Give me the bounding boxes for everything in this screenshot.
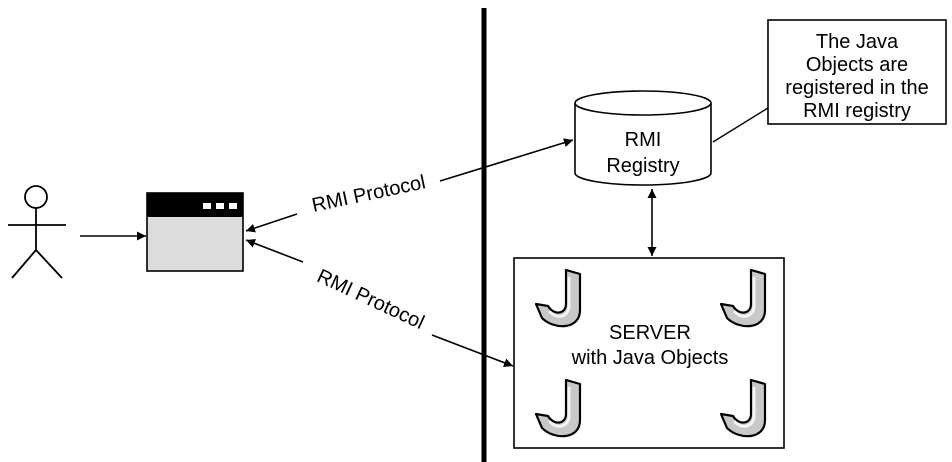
registry-label-line1: RMI [625, 129, 662, 151]
server-box [513, 257, 785, 449]
application-window-icon [146, 192, 244, 272]
server-label-line2: with Java Objects [571, 347, 729, 369]
stick-figure-icon [8, 185, 66, 279]
connection-client-registry: RMI Protocol [245, 138, 574, 233]
note-line-1: The Java [816, 31, 899, 53]
note-line-2: Objects are [806, 54, 908, 76]
server-label-line1: SERVER [609, 322, 691, 344]
note-box [767, 19, 947, 125]
registry-label-line2: Registry [606, 155, 679, 177]
connection-label: RMI Protocol [314, 265, 428, 334]
note-line-4: RMI registry [803, 100, 911, 122]
connection-client-server: RMI Protocol [245, 239, 514, 367]
note-connector-line [712, 107, 769, 143]
note-line-3: registered in the [785, 77, 928, 99]
connection-label: RMI Protocol [310, 171, 428, 217]
rmi-registry-cylinder [574, 90, 712, 186]
